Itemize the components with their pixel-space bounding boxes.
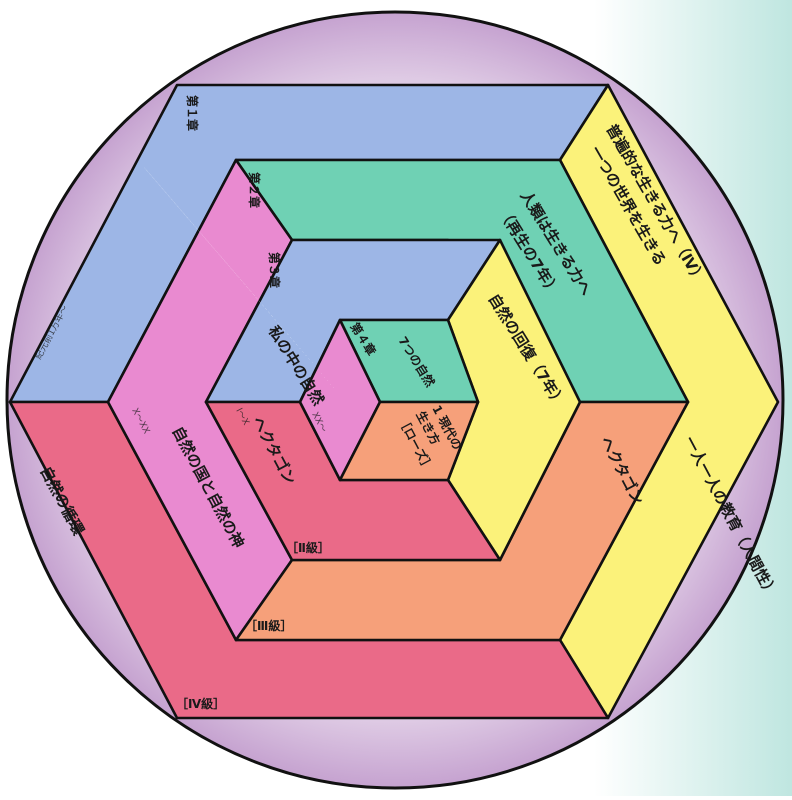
ring-3-bottom-tag: ［Ⅱ級］ <box>286 540 330 555</box>
ring-2-level-label: 第２章 <box>247 172 262 208</box>
ring-2-bottom-tag: ［Ⅲ級］ <box>245 618 292 633</box>
outer-level-label: 第１章 <box>185 95 200 131</box>
outer-bottom-tag: ［Ⅳ級］ <box>176 696 225 711</box>
ring-3-level-label: 第３章 <box>267 252 282 288</box>
